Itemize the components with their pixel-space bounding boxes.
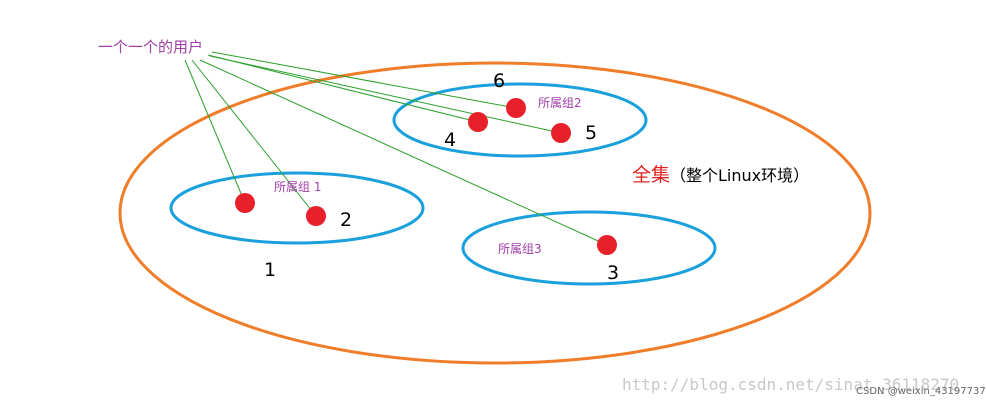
user-dot xyxy=(468,112,488,132)
user-dot xyxy=(506,98,526,118)
universe-label-main: 全集 xyxy=(632,164,670,186)
group-2-label: 所属组2 xyxy=(538,96,582,110)
user-number-3: 3 xyxy=(607,262,619,284)
user-dot xyxy=(235,193,255,213)
user-dot xyxy=(306,206,326,226)
group-3-ellipse xyxy=(461,210,717,286)
users-label: 一个一个的用户 xyxy=(98,38,203,56)
blog-watermark: http://blog.csdn.net/sinat_36118270 xyxy=(622,375,959,394)
user-number-2: 2 xyxy=(340,209,352,231)
universe-label-detail: （整个Linux环境） xyxy=(670,166,809,185)
universe-ellipse xyxy=(118,61,872,365)
link-line xyxy=(191,59,317,217)
link-line xyxy=(199,59,608,246)
link-line xyxy=(209,55,562,134)
group-2-ellipse xyxy=(392,82,648,158)
universe-label: 全集（整个Linux环境） xyxy=(632,164,809,186)
link-line xyxy=(211,51,517,109)
csdn-watermark: CSDN @weixin_43197737 xyxy=(856,386,986,397)
user-dot xyxy=(597,235,617,255)
link-line xyxy=(184,59,246,204)
set-number-1: 1 xyxy=(264,259,276,281)
group-1-ellipse xyxy=(169,171,425,245)
group-1-label: 所属组 1 xyxy=(274,180,321,194)
user-number-6: 6 xyxy=(493,70,505,92)
user-number-4: 4 xyxy=(444,129,456,151)
user-links xyxy=(184,51,608,246)
link-line xyxy=(207,54,479,123)
group-3-label: 所属组3 xyxy=(498,242,542,256)
user-dot xyxy=(551,123,571,143)
user-number-5: 5 xyxy=(585,122,597,144)
